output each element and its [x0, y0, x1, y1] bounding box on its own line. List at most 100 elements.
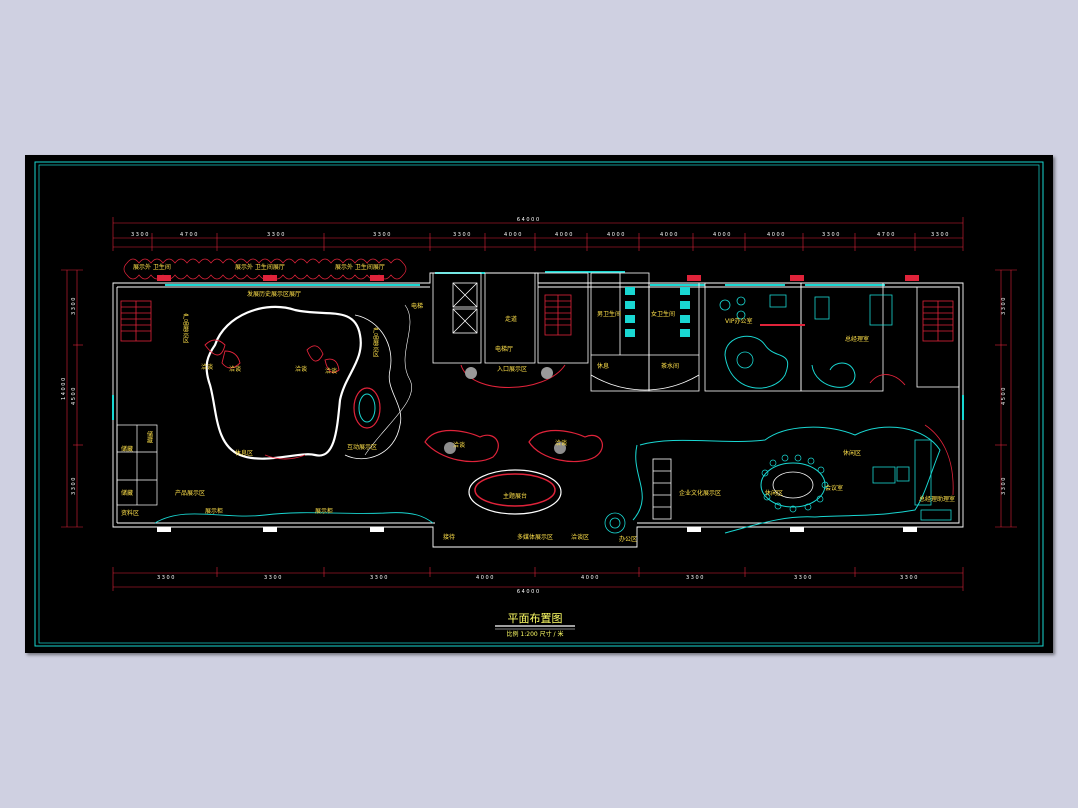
- dim-top-7: 4 0 0 0: [555, 232, 573, 238]
- washrooms: [590, 272, 700, 392]
- dim-side-right-1: 3 3 0 0: [1001, 298, 1007, 316]
- room-label-39: 办公区: [619, 535, 637, 543]
- dim-side-left-1: 3 3 0 0: [71, 298, 77, 316]
- dim-top-4: 3 3 0 0: [373, 232, 391, 238]
- room-label-32: 多媒体展示区: [517, 533, 553, 541]
- drawing-title: 平面布置图: [508, 612, 563, 625]
- room-label-16: 入口展示区: [497, 366, 527, 373]
- dim-top-13: 4 7 0 0: [877, 232, 895, 238]
- dim-side-left-2: 4 5 0 0: [71, 388, 77, 406]
- room-label-14: 走道: [505, 315, 517, 323]
- inner-frame: [38, 164, 1040, 644]
- room-label-3: 展示外 卫生间展厅: [335, 263, 385, 271]
- room-label-26: 主题展台: [503, 492, 527, 500]
- meeting-chairs: [761, 454, 829, 513]
- dim-side-left-3: 3 3 0 0: [71, 478, 77, 496]
- dim-bot-3: 3 3 0 0: [370, 575, 388, 581]
- room-label-31: 总经理助理室: [919, 495, 955, 503]
- top-dim-labels: 3 3 0 0 4 7 0 0 3 3 0 0 3 3 0 0 3 3 0 0 …: [131, 232, 949, 238]
- room-label-12: 休息区: [235, 449, 253, 457]
- dim-side-right-3: 3 3 0 0: [1001, 478, 1007, 496]
- dim-total-top: 6 4 0 0 0: [517, 217, 539, 223]
- dim-bot-2: 3 3 0 0: [264, 575, 282, 581]
- culture-display-racks: [652, 458, 672, 520]
- room-label-36: 展示柜: [205, 507, 223, 515]
- room-label-25: 洽谈: [555, 439, 567, 447]
- dim-total-bottom: 6 4 0 0 0: [517, 589, 539, 595]
- toilet-stalls: [625, 287, 690, 337]
- room-label-8: 洽谈: [229, 365, 241, 373]
- room-label-35: 储藏: [121, 489, 133, 497]
- drawing-scale: 比例 1:200 尺寸 / 米: [507, 630, 564, 638]
- gm-desk: [719, 294, 893, 326]
- side-dimensions: [61, 269, 1017, 528]
- dim-top-1: 3 3 0 0: [131, 232, 149, 238]
- room-label-15: 电梯厅: [495, 345, 513, 353]
- revision-cloud: [123, 258, 407, 280]
- room-label-33: 储藏: [146, 430, 153, 444]
- curved-display-wall: [344, 314, 402, 459]
- oval-display: [353, 387, 381, 429]
- room-label-11: 互动展示区: [347, 444, 377, 451]
- room-label-27: 企业文化展示区: [679, 489, 721, 497]
- dim-bot-1: 3 3 0 0: [157, 575, 175, 581]
- red-markers: [157, 275, 919, 281]
- room-label-6: 产品展示区: [372, 326, 379, 357]
- center-stage: [474, 473, 556, 507]
- dim-bot-6: 3 3 0 0: [686, 575, 704, 581]
- bottom-doors: [157, 527, 917, 532]
- meeting-table: [760, 462, 826, 508]
- outer-frame: [34, 161, 1044, 647]
- dim-top-11: 4 0 0 0: [767, 232, 785, 238]
- gm-lounge: [811, 362, 856, 388]
- dim-top-3: 3 3 0 0: [267, 232, 285, 238]
- dim-top-10: 4 0 0 0: [713, 232, 731, 238]
- side-dim-labels: 1 4 0 0 0 3 3 0 0 4 5 0 0 3 3 0 0 3 3 0 …: [61, 298, 1007, 496]
- room-label-22: 总经理室: [845, 335, 869, 343]
- room-label-34: 储藏: [121, 445, 133, 453]
- island-left: [424, 430, 499, 463]
- right-lower-furniture: [604, 439, 952, 534]
- room-label-21: VIP办公室: [725, 317, 753, 325]
- building-walls: [112, 272, 964, 548]
- dim-side-left-total: 1 4 0 0 0: [61, 378, 67, 400]
- dim-top-8: 4 0 0 0: [607, 232, 625, 238]
- room-label-20: 茶水间: [661, 362, 679, 370]
- main-exhibit-wall: [205, 305, 362, 460]
- dim-bot-5: 4 0 0 0: [581, 575, 599, 581]
- dim-top-5: 3 3 0 0: [453, 232, 471, 238]
- center-stage-outer: [468, 469, 562, 515]
- room-label-17: 男卫生间: [597, 310, 621, 318]
- right-offices: [704, 282, 960, 392]
- dim-top-6: 4 0 0 0: [504, 232, 522, 238]
- room-label-23: 产品展示区: [175, 489, 205, 497]
- room-label-28: 休闲区: [843, 449, 861, 457]
- room-label-2: 展示外 卫生间展厅: [235, 263, 285, 271]
- room-label-10: 洽谈: [325, 367, 337, 375]
- bottom-dimensions: [112, 567, 964, 591]
- room-label-13: 电梯: [411, 302, 423, 310]
- floor-plan: 6 4 0 0 0 3 3 0 0 4 7 0 0 3 3 0 0 3 3 0 …: [34, 161, 1044, 647]
- top-dimensions: [112, 217, 964, 251]
- dim-bot-4: 4 0 0 0: [476, 575, 494, 581]
- room-label-37: 展示柜: [315, 507, 333, 515]
- room-label-40: 资料区: [121, 509, 139, 517]
- dim-top-9: 4 0 0 0: [660, 232, 678, 238]
- center-stair: [544, 294, 572, 336]
- left-storage: [116, 424, 158, 506]
- room-label-18: 女卫生间: [651, 310, 675, 318]
- island-right: [528, 430, 603, 463]
- room-label-9: 洽谈: [295, 365, 307, 373]
- dim-bot-7: 3 3 0 0: [794, 575, 812, 581]
- drawing-sheet: 6 4 0 0 0 3 3 0 0 4 7 0 0 3 3 0 0 3 3 0 …: [25, 155, 1053, 653]
- room-label-29: 会议室: [825, 484, 843, 492]
- meeting-zone-wall: [639, 426, 941, 534]
- left-stair: [120, 300, 152, 342]
- bottom-dim-labels: 3 3 0 0 3 3 0 0 3 3 0 0 4 0 0 0 4 0 0 0 …: [157, 575, 918, 581]
- room-label-1: 展示外 卫生间: [133, 263, 171, 271]
- dim-side-right-2: 4 5 0 0: [1001, 388, 1007, 406]
- room-label-4: 发展历史展示区展厅: [247, 290, 301, 298]
- room-labels: 展示外 卫生间 展示外 卫生间展厅 展示外 卫生间展厅 发展历史展示区展厅 产品…: [121, 263, 955, 543]
- room-label-24: 洽谈: [453, 441, 465, 449]
- right-stair: [922, 300, 954, 342]
